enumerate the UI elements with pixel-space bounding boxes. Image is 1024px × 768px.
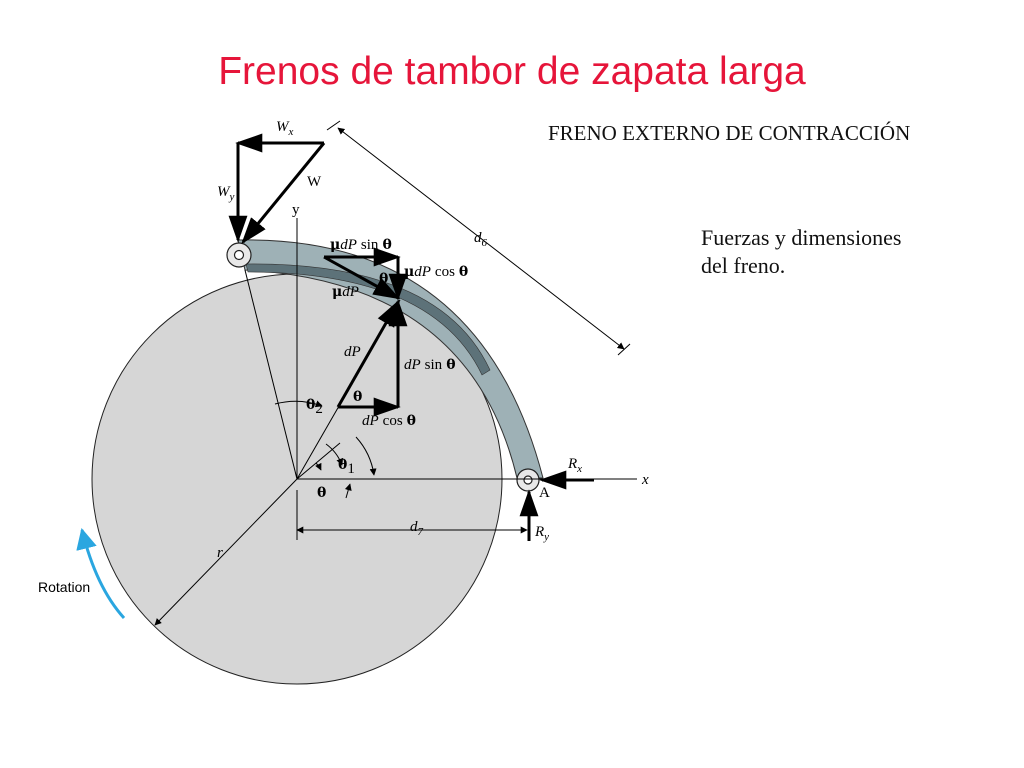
arc-theta [355, 436, 377, 476]
label-r: r [217, 545, 223, 561]
label-theta-small: θ [379, 271, 388, 287]
label-w: W [307, 174, 322, 190]
pin-top-hole [233, 249, 245, 261]
label-ry: Ry [534, 524, 549, 543]
label-d7: d7 [410, 519, 424, 538]
radius-line-theta2 [244, 269, 298, 480]
radius-line-theta1 [296, 442, 341, 480]
label-wx: Wx [276, 119, 294, 138]
label-theta: θ [317, 485, 326, 501]
label-mu-dp: μdP [332, 284, 359, 300]
caption-line-2: del freno. [701, 253, 786, 278]
label-theta1: θ1 [338, 457, 355, 477]
figure-caption: Fuerzas y dimensiones del freno. [701, 224, 961, 280]
page-title: Frenos de tambor de zapata larga [218, 50, 806, 93]
label-dp: dP [344, 344, 361, 360]
caption-line-1: Fuerzas y dimensiones [701, 225, 902, 250]
label-a: A [539, 485, 550, 501]
arc-theta1 [315, 462, 322, 471]
rotation-arrow [76, 527, 126, 620]
d6-dimension-line [337, 127, 625, 350]
pin-a-hole [523, 475, 533, 485]
label-rotation: Rotation [38, 579, 90, 595]
label-y-axis: y [292, 202, 300, 218]
label-theta-tri: θ [353, 389, 362, 405]
w-force [241, 142, 326, 245]
label-x-axis: x [641, 472, 649, 488]
arc-theta2 [274, 400, 323, 408]
label-theta2: θ2 [306, 397, 323, 417]
d6-ext-bottom [617, 343, 631, 356]
arc-theta-small [325, 443, 344, 466]
label-wy: Wy [217, 184, 235, 203]
label-d6: d6 [474, 230, 488, 249]
arc-theta-bottom [344, 483, 352, 499]
label-rx: Rx [567, 456, 582, 475]
d6-ext-top [326, 120, 341, 131]
radius-r [154, 478, 298, 626]
